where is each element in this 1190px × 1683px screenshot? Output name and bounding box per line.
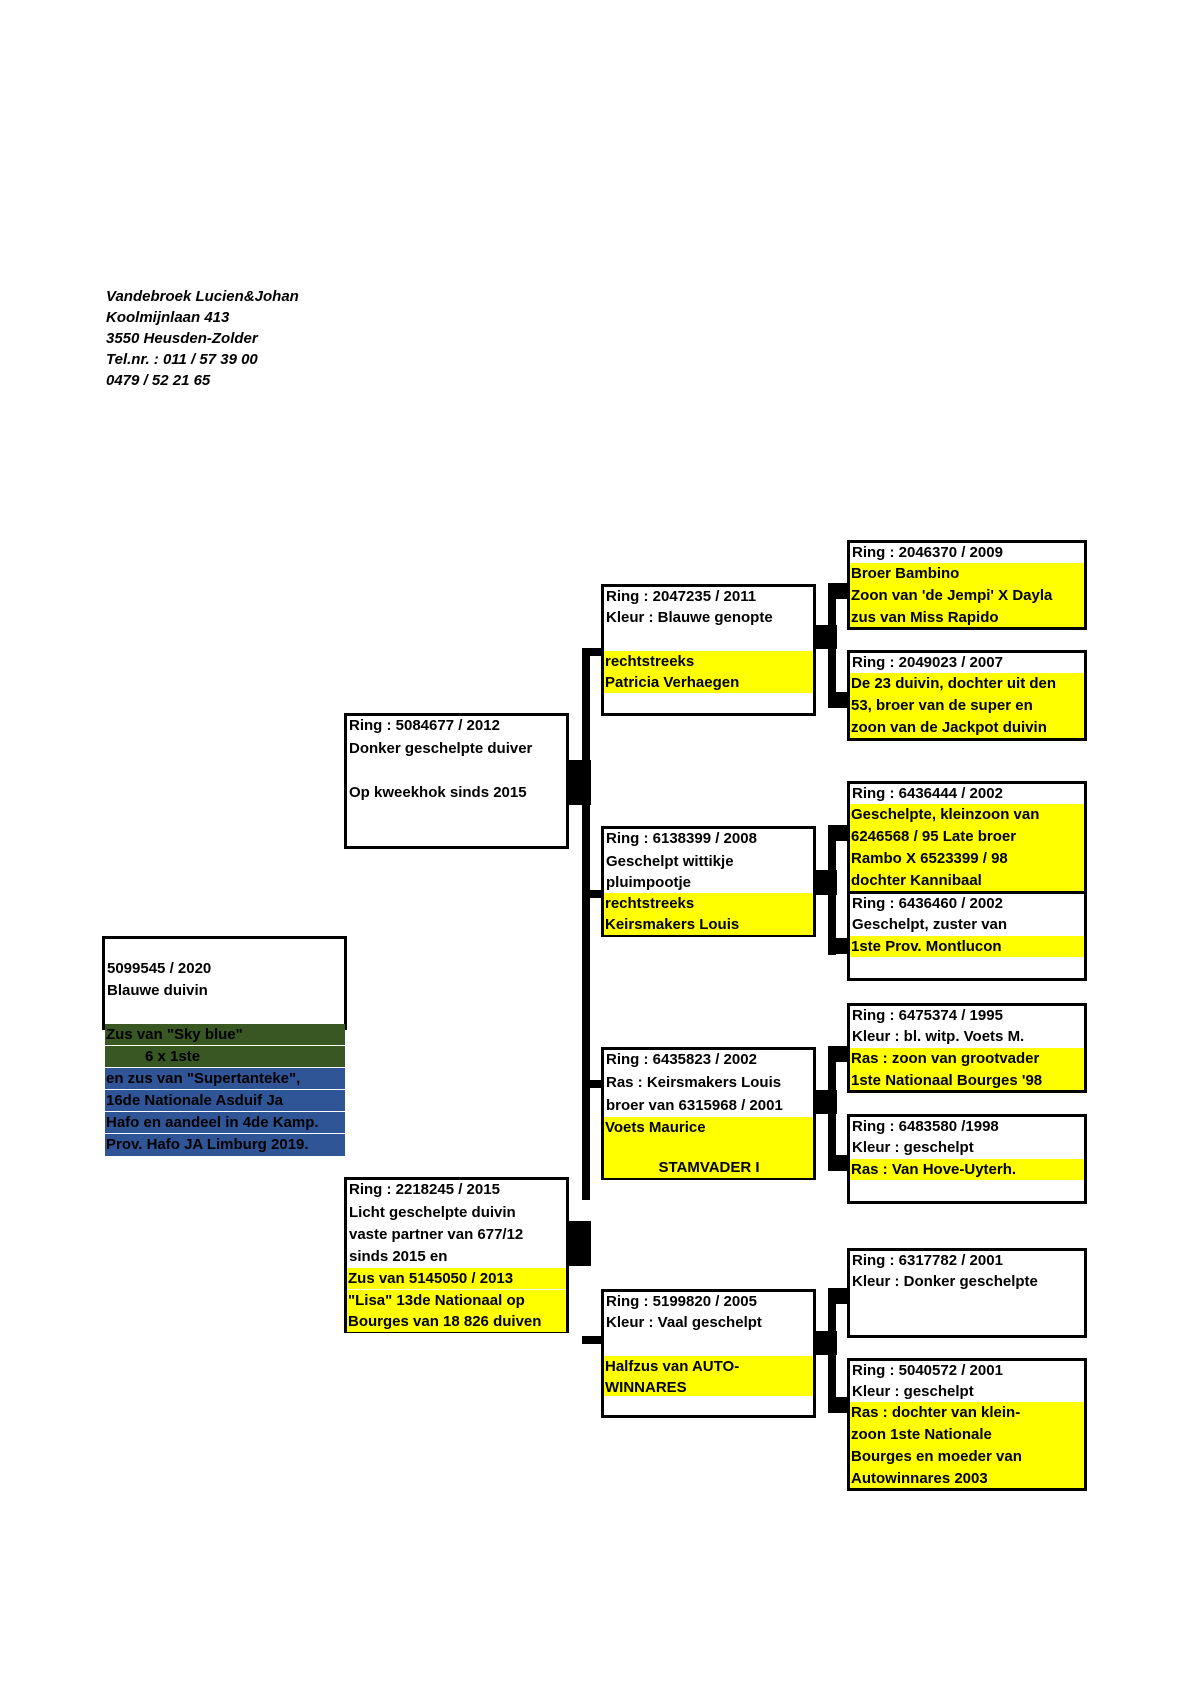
great-grandparent-ring: Ring : 6317782 / 2001 xyxy=(852,1252,1003,1269)
great-grandparent-frame xyxy=(847,1248,1087,1338)
connector xyxy=(828,1046,852,1062)
great-grandparent-ring: Ring : 5040572 / 2001 xyxy=(852,1362,1003,1379)
grandparent-ring: Ring : 5199820 / 2005 xyxy=(606,1293,757,1310)
grandparent-line: pluimpootje xyxy=(606,874,691,891)
dam-highlight: "Lisa" 13de Nationaal op xyxy=(347,1290,566,1311)
great-grandparent-highlight: Autowinnares 2003 xyxy=(850,1468,1084,1488)
grandparent-line: broer van 6315968 / 2001 xyxy=(606,1097,783,1114)
great-grandparent-highlight: Rambo X 6523399 / 98 xyxy=(850,848,1084,870)
connector xyxy=(813,870,837,895)
grandparent-highlight: Patricia Verhaegen xyxy=(604,672,813,693)
great-grandparent-highlight: Ras : Van Hove-Uyterh. xyxy=(850,1159,1084,1180)
connector xyxy=(582,648,606,656)
great-grandparent-highlight: zoon van de Jackpot duivin xyxy=(850,717,1084,738)
connector xyxy=(828,1155,852,1171)
great-grandparent-ring: Ring : 2046370 / 2009 xyxy=(852,544,1003,561)
grandparent-highlight: WINNARES xyxy=(604,1377,813,1396)
great-grandparent-line: Kleur : bl. witp. Voets M. xyxy=(852,1028,1025,1045)
connector xyxy=(567,1221,591,1266)
great-grandparent-ring: Ring : 6475374 / 1995 xyxy=(852,1007,1003,1024)
grandparent-ring: Ring : 6435823 / 2002 xyxy=(606,1051,757,1068)
great-grandparent-highlight: Broer Bambino xyxy=(850,563,1084,585)
great-grandparent-highlight: Zoon van 'de Jempi' X Dayla xyxy=(850,585,1084,607)
dam-line: Licht geschelpte duivin xyxy=(349,1204,516,1221)
owner-mobile: 0479 / 52 21 65 xyxy=(106,372,211,389)
subject-note: 16de Nationale Asduif Ja xyxy=(105,1090,345,1111)
connector xyxy=(828,692,852,708)
connector xyxy=(582,648,590,1200)
great-grandparent-line: Kleur : geschelpt xyxy=(852,1383,974,1400)
connector xyxy=(828,938,852,954)
connector xyxy=(813,625,837,649)
owner-street: Koolmijnlaan 413 xyxy=(106,309,230,326)
grandparent-line: Ras : Keirsmakers Louis xyxy=(606,1074,782,1091)
great-grandparent-highlight: Ras : zoon van grootvader xyxy=(850,1048,1084,1070)
great-grandparent-ring: Ring : 6436444 / 2002 xyxy=(852,785,1003,802)
great-grandparent-line: Kleur : Donker geschelpte xyxy=(852,1273,1038,1290)
owner-city: 3550 Heusden-Zolder xyxy=(106,330,258,347)
sire-ring: Ring : 5084677 / 2012 xyxy=(349,717,500,734)
owner-name: Vandebroek Lucien&Johan xyxy=(106,288,299,305)
connector xyxy=(813,1331,837,1355)
grandparent-ring: Ring : 2047235 / 2011 xyxy=(606,588,757,605)
connector xyxy=(582,1080,606,1088)
great-grandparent-line: Geschelpt, zuster van xyxy=(852,916,1008,933)
connector xyxy=(813,1090,837,1114)
great-grandparent-ring: Ring : 6483580 /1998 xyxy=(852,1118,999,1135)
grandparent-highlight: Keirsmakers Louis xyxy=(604,914,813,935)
grandparent-frame xyxy=(601,1289,816,1418)
great-grandparent-highlight: 53, broer van de super en xyxy=(850,695,1084,717)
dam-line: vaste partner van 677/12 xyxy=(349,1226,524,1243)
great-grandparent-highlight: Ras : dochter van klein- xyxy=(850,1402,1084,1424)
grandparent-highlight: rechtstreeks xyxy=(604,893,813,914)
grandparent-ring: Ring : 6138399 / 2008 xyxy=(606,830,757,847)
great-grandparent-highlight: Bourges en moeder van xyxy=(850,1446,1084,1468)
grandparent-color: Kleur : Blauwe genopte xyxy=(606,609,773,626)
great-grandparent-ring: Ring : 2049023 / 2007 xyxy=(852,654,1003,671)
dam-ring: Ring : 2218245 / 2015 xyxy=(349,1181,500,1198)
connector xyxy=(828,1397,852,1413)
grandparent-highlight: Voets Maurice xyxy=(604,1117,813,1141)
subject-note: Prov. Hafo JA Limburg 2019. xyxy=(105,1134,345,1156)
grandparent-line: Geschelpt wittikje xyxy=(606,853,734,870)
subject-note: Zus van "Sky blue" xyxy=(105,1024,345,1045)
grandparent-frame xyxy=(601,584,816,716)
subject-frame xyxy=(102,936,347,1030)
dam-highlight: Zus van 5145050 / 2013 xyxy=(347,1268,566,1289)
great-grandparent-highlight: 6246568 / 95 Late broer xyxy=(850,826,1084,848)
connector xyxy=(828,1288,852,1304)
great-grandparent-highlight: zus van Miss Rapido xyxy=(850,607,1084,627)
great-grandparent-ring: Ring : 6436460 / 2002 xyxy=(852,895,1003,912)
subject-note: 6 x 1ste xyxy=(105,1046,345,1067)
dam-line: sinds 2015 en xyxy=(349,1248,448,1265)
great-grandparent-highlight: De 23 duivin, dochter uit den xyxy=(850,673,1084,695)
owner-phone: Tel.nr. : 011 / 57 39 00 xyxy=(106,351,258,368)
grandparent-highlight: STAMVADER I xyxy=(604,1157,813,1178)
connector xyxy=(582,890,606,898)
connector xyxy=(828,825,852,841)
great-grandparent-highlight: 1ste Nationaal Bourges '98 xyxy=(850,1070,1084,1090)
owner-info: Vandebroek Lucien&Johan Koolmijnlaan 413… xyxy=(106,286,299,391)
dam-highlight: Bourges van 18 826 duiven xyxy=(347,1311,566,1332)
great-grandparent-highlight: dochter Kannibaal xyxy=(850,870,1084,891)
grandparent-highlight: rechtstreeks xyxy=(604,651,813,672)
subject-ring: 5099545 / 2020 xyxy=(107,960,212,977)
sire-note: Op kweekhok sinds 2015 xyxy=(349,784,527,801)
grandparent-highlight: Halfzus van AUTO- xyxy=(604,1356,813,1377)
grandparent-highlight xyxy=(604,1141,813,1157)
connector xyxy=(828,583,852,599)
great-grandparent-highlight: zoon 1ste Nationale xyxy=(850,1424,1084,1446)
sire-frame xyxy=(344,713,569,849)
connector xyxy=(582,1336,606,1344)
subject-color: Blauwe duivin xyxy=(107,982,208,999)
great-grandparent-line: Kleur : geschelpt xyxy=(852,1139,974,1156)
grandparent-color: Kleur : Vaal geschelpt xyxy=(606,1314,762,1331)
subject-note: en zus van "Supertanteke", xyxy=(105,1068,345,1089)
connector xyxy=(567,760,591,805)
great-grandparent-highlight: 1ste Prov. Montlucon xyxy=(850,936,1084,957)
great-grandparent-highlight: Geschelpte, kleinzoon van xyxy=(850,804,1084,826)
subject-note: Hafo en aandeel in 4de Kamp. xyxy=(105,1112,345,1133)
sire-color: Donker geschelpte duiver xyxy=(349,740,533,757)
